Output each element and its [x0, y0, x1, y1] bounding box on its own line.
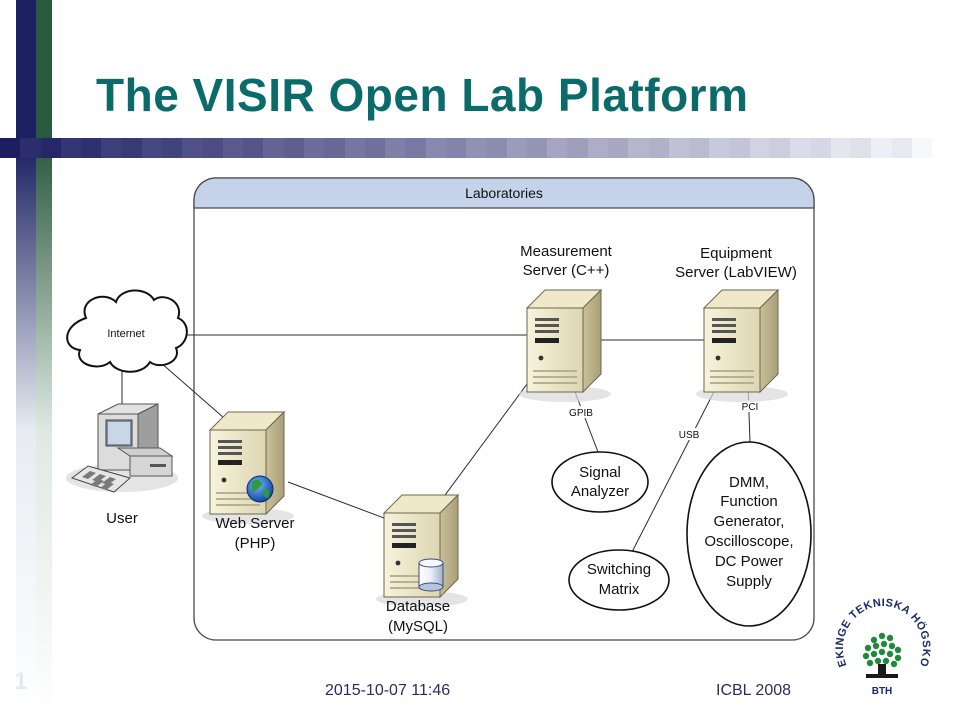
instruments-label-line4: Oscilloscope,	[704, 533, 793, 550]
stripe-segment	[689, 138, 710, 158]
stripe-segment	[222, 138, 244, 158]
internet-label: Internet	[107, 328, 144, 340]
measurement-server-label-line2: Server (C++)	[523, 262, 610, 279]
stripe-segment	[567, 138, 588, 158]
stripe-segment	[364, 138, 386, 158]
stripe-segment	[790, 138, 811, 158]
stripe-segment	[628, 138, 649, 158]
stripe-segment	[202, 138, 223, 158]
stripe-segment	[871, 138, 892, 158]
line-webserver-database	[287, 481, 385, 519]
database-label-line2: (MySQL)	[388, 618, 448, 635]
measurement-server-label-line1: Measurement	[520, 243, 613, 260]
stripe-segment	[121, 138, 142, 158]
stripe-segment	[243, 138, 264, 158]
internet-cloud-icon: Internet	[66, 289, 188, 373]
slide-number: 1	[14, 668, 28, 695]
stripe-segment	[648, 138, 669, 158]
pci-label: PCI	[742, 402, 759, 413]
switching-matrix-node: Switching Matrix	[568, 549, 670, 611]
stripe-segment	[709, 138, 730, 158]
stripe-segment	[20, 138, 41, 158]
stripe-segment	[466, 138, 487, 158]
stripe-segment	[891, 138, 912, 158]
instruments-node: DMM, Function Generator, Oscilloscope, D…	[686, 441, 812, 627]
tree-icon	[862, 632, 902, 668]
signal-analyzer-label-line1: Signal	[579, 464, 621, 481]
header-stripe-band	[0, 138, 933, 158]
equipment-server-label-line2: Server (LabVIEW)	[675, 264, 797, 281]
stripe-segment	[506, 138, 527, 158]
switching-matrix-label-line1: Switching	[587, 561, 651, 578]
footer-date: 2015-10-07 11:46	[325, 682, 451, 699]
stripe-segment	[486, 138, 507, 158]
stripe-segment	[749, 138, 771, 158]
instruments-label-line6: Supply	[726, 573, 772, 590]
database-label-line1: Database	[386, 598, 450, 615]
stripe-segment	[263, 138, 284, 158]
stripe-segment	[445, 138, 467, 158]
stripe-segment	[587, 138, 608, 158]
stripe-segment	[526, 138, 548, 158]
user-computer-icon	[66, 403, 178, 493]
signal-analyzer-label-line2: Analyzer	[571, 483, 629, 500]
usb-label: USB	[679, 430, 700, 441]
stripe-segment	[729, 138, 750, 158]
user-label: User	[106, 510, 138, 527]
stripe-segment	[911, 138, 933, 158]
footer-conference: ICBL 2008	[716, 682, 792, 699]
stripe-segment	[385, 138, 406, 158]
stripe-segment	[425, 138, 446, 158]
instruments-label-line2: Function	[720, 493, 778, 510]
stripe-segment	[547, 138, 568, 158]
laboratories-label: Laboratories	[465, 185, 543, 201]
left-margin	[0, 0, 16, 720]
usb-label-bg	[676, 428, 702, 440]
stripe-segment	[324, 138, 345, 158]
instruments-label-line3: Generator,	[714, 513, 785, 530]
web-server-label-line2: (PHP)	[235, 535, 276, 552]
globe-icon	[246, 475, 274, 503]
left-navy-bar	[16, 0, 36, 720]
stripe-segment	[162, 138, 183, 158]
stripe-segment	[141, 138, 163, 158]
pci-label-bg	[738, 400, 762, 412]
line-database-measurement	[433, 379, 531, 511]
stripe-segment	[830, 138, 852, 158]
database-cylinder-icon	[418, 558, 444, 592]
stripe-segment	[283, 138, 304, 158]
stripe-segment	[405, 138, 426, 158]
stripe-segment	[607, 138, 629, 158]
signal-analyzer-node: Signal Analyzer	[551, 451, 649, 513]
stripe-segment	[851, 138, 872, 158]
stripe-segment	[668, 138, 690, 158]
line-equipment-switching-matrix	[631, 379, 721, 553]
laboratories-container: Laboratories	[193, 177, 815, 641]
line-internet-webserver	[159, 361, 233, 426]
stripe-segment	[303, 138, 325, 158]
stripe-segment	[60, 138, 82, 158]
instruments-label-line5: DC Power	[715, 553, 783, 570]
stripe-segment	[182, 138, 203, 158]
switching-matrix-label-line2: Matrix	[599, 581, 640, 598]
stripe-segment	[770, 138, 791, 158]
left-green-bar	[36, 0, 52, 720]
gpib-label: GPIB	[569, 408, 593, 419]
bth-logo-text: BTH	[872, 686, 893, 697]
stripe-segment	[101, 138, 122, 158]
gpib-label-bg	[566, 406, 596, 418]
web-server-label-line1: Web Server	[216, 515, 295, 532]
stripe-segment	[344, 138, 365, 158]
stripe-segment	[810, 138, 831, 158]
stripe-segment	[40, 138, 61, 158]
stripe-segment	[0, 138, 21, 158]
stripe-segment	[81, 138, 102, 158]
equipment-server-label-line1: Equipment	[700, 245, 773, 262]
instruments-label-line1: DMM,	[729, 474, 769, 491]
slide-title: The VISIR Open Lab Platform	[96, 69, 749, 121]
